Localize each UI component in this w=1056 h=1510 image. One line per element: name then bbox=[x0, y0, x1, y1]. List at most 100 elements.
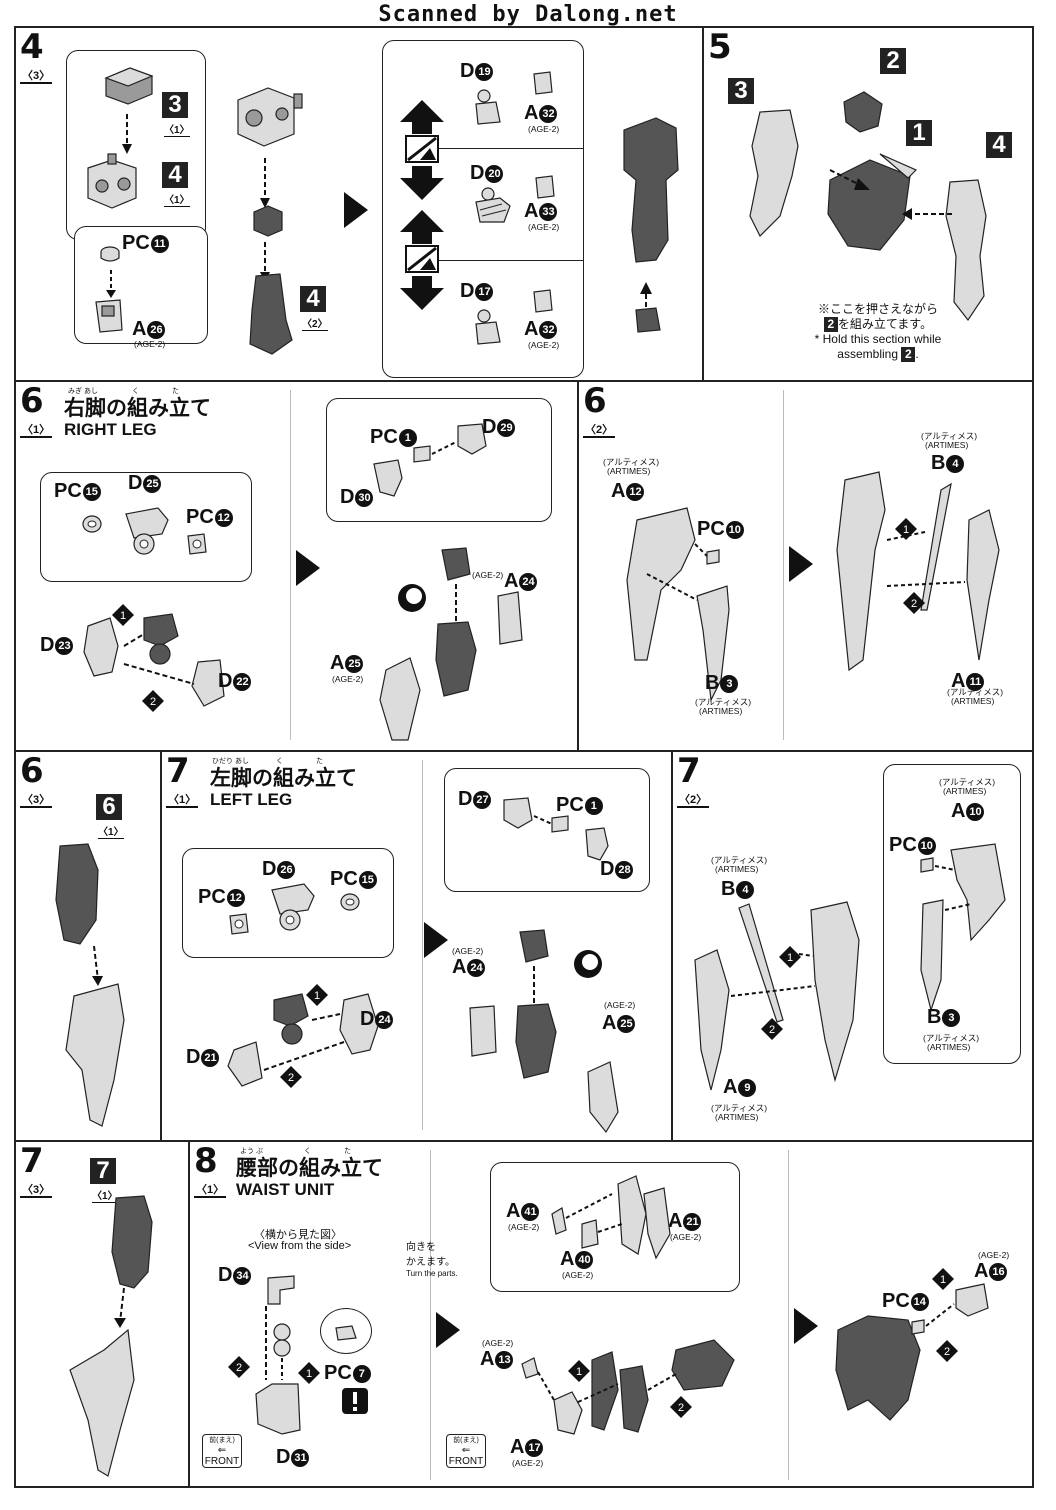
dashed-arrow bbox=[829, 169, 870, 190]
lower-leg-assembly bbox=[379, 547, 523, 741]
variant-label: (アルティメス) bbox=[939, 777, 996, 787]
variant-label: (ARTIMES) bbox=[927, 1042, 971, 1052]
furigana: よう ぶ bbox=[240, 1148, 263, 1155]
ankle-parts bbox=[503, 797, 609, 861]
knee-assembly bbox=[227, 993, 379, 1087]
furigana: みぎ あし bbox=[68, 388, 98, 395]
part-ref-sub: 〈1〉 bbox=[98, 823, 124, 839]
runner-label: (AGE-2) bbox=[472, 570, 504, 580]
step-8-1-panel: 8 〈1〉 よう ぶ く た 腰部の組み立て WAIST UNIT 〈横から見た… bbox=[188, 1140, 1034, 1488]
order-mark: 2 bbox=[761, 1018, 783, 1040]
right-arm-part bbox=[749, 109, 799, 238]
sub-divider bbox=[788, 1150, 789, 1480]
runner-label: (AGE-2) bbox=[562, 1270, 594, 1280]
order-mark: 1 bbox=[306, 984, 328, 1006]
svg-text:2: 2 bbox=[769, 1024, 775, 1036]
hand-part bbox=[475, 89, 501, 125]
order-mark: 2 bbox=[903, 592, 925, 614]
part-ref-box: 1 bbox=[906, 120, 932, 146]
part-ref-sub: 〈1〉 bbox=[164, 191, 190, 207]
section-title-jp: 腰部の組み立て bbox=[236, 1156, 383, 1180]
part-ref-box: 2 bbox=[880, 48, 906, 74]
poly-cap-part bbox=[82, 515, 102, 533]
open-hand-part bbox=[475, 187, 511, 223]
runner-label: (AGE-2) bbox=[604, 1000, 636, 1010]
sub-divider bbox=[783, 390, 784, 740]
waist-joint-parts bbox=[255, 1275, 301, 1435]
next-arrow bbox=[296, 550, 320, 586]
part-ref-sub: 〈2〉 bbox=[302, 315, 328, 331]
order-mark: 1 bbox=[568, 1360, 590, 1382]
col-divider bbox=[671, 750, 673, 1140]
lower-leg-part bbox=[55, 843, 99, 945]
head-part bbox=[843, 91, 883, 133]
view-note-jp: 〈横から見た図〉 bbox=[254, 1229, 342, 1241]
shoulder-ball-part bbox=[253, 205, 283, 237]
cube-part bbox=[87, 153, 137, 209]
next-arrow bbox=[794, 1308, 818, 1344]
substep-number: 〈2〉 bbox=[583, 424, 616, 438]
dashed-arrow bbox=[260, 158, 270, 208]
arm-assembly bbox=[623, 117, 679, 333]
leg-armor-assembly bbox=[626, 507, 730, 703]
knee-joint-part bbox=[125, 507, 169, 555]
furigana: た bbox=[344, 1148, 351, 1155]
step-number: 6 bbox=[583, 381, 607, 421]
order-mark: 2 bbox=[142, 690, 164, 712]
section-title-en: WAIST UNIT bbox=[236, 1180, 335, 1199]
section-title-en: RIGHT LEG bbox=[64, 420, 157, 439]
view-note-en: <View from the side> bbox=[248, 1240, 352, 1252]
order-mark: 1 bbox=[895, 518, 917, 540]
leg-armor-part bbox=[69, 1328, 135, 1477]
waist-assembly bbox=[521, 1339, 735, 1435]
step-number: 6 bbox=[20, 751, 44, 791]
svg-text:1: 1 bbox=[576, 1366, 582, 1378]
dashed-arrow bbox=[106, 270, 116, 298]
dashed-arrow bbox=[902, 208, 952, 220]
step-number: 6 bbox=[20, 381, 44, 421]
dashed-arrow bbox=[114, 1287, 126, 1328]
variant-label: (ARTIMES) bbox=[925, 440, 969, 450]
next-arrow bbox=[436, 1312, 460, 1348]
option-divider bbox=[414, 260, 584, 261]
arm-joint-part bbox=[237, 87, 303, 147]
leg-armor-part bbox=[65, 983, 125, 1127]
sub-divider bbox=[430, 1150, 431, 1480]
order-mark: 2 bbox=[228, 1356, 250, 1378]
leg-armor-final bbox=[694, 901, 860, 1091]
runner-label: (AGE-2) bbox=[332, 674, 364, 684]
leg-armor-final bbox=[836, 471, 1000, 672]
waist-armor-parts bbox=[551, 1175, 671, 1260]
svg-text:1: 1 bbox=[314, 990, 320, 1002]
variant-label: (ARTIMES) bbox=[607, 466, 651, 476]
row-divider bbox=[14, 1140, 1034, 1142]
hand-cover-part bbox=[535, 175, 555, 199]
ankle-parts bbox=[373, 423, 487, 497]
turn-note: 向きをかえます。Turn the parts. bbox=[406, 1242, 458, 1278]
front-indicator: 前(まえ)⇐FRONT bbox=[446, 1434, 486, 1468]
variant-label: (アルティメス) bbox=[947, 687, 1004, 697]
